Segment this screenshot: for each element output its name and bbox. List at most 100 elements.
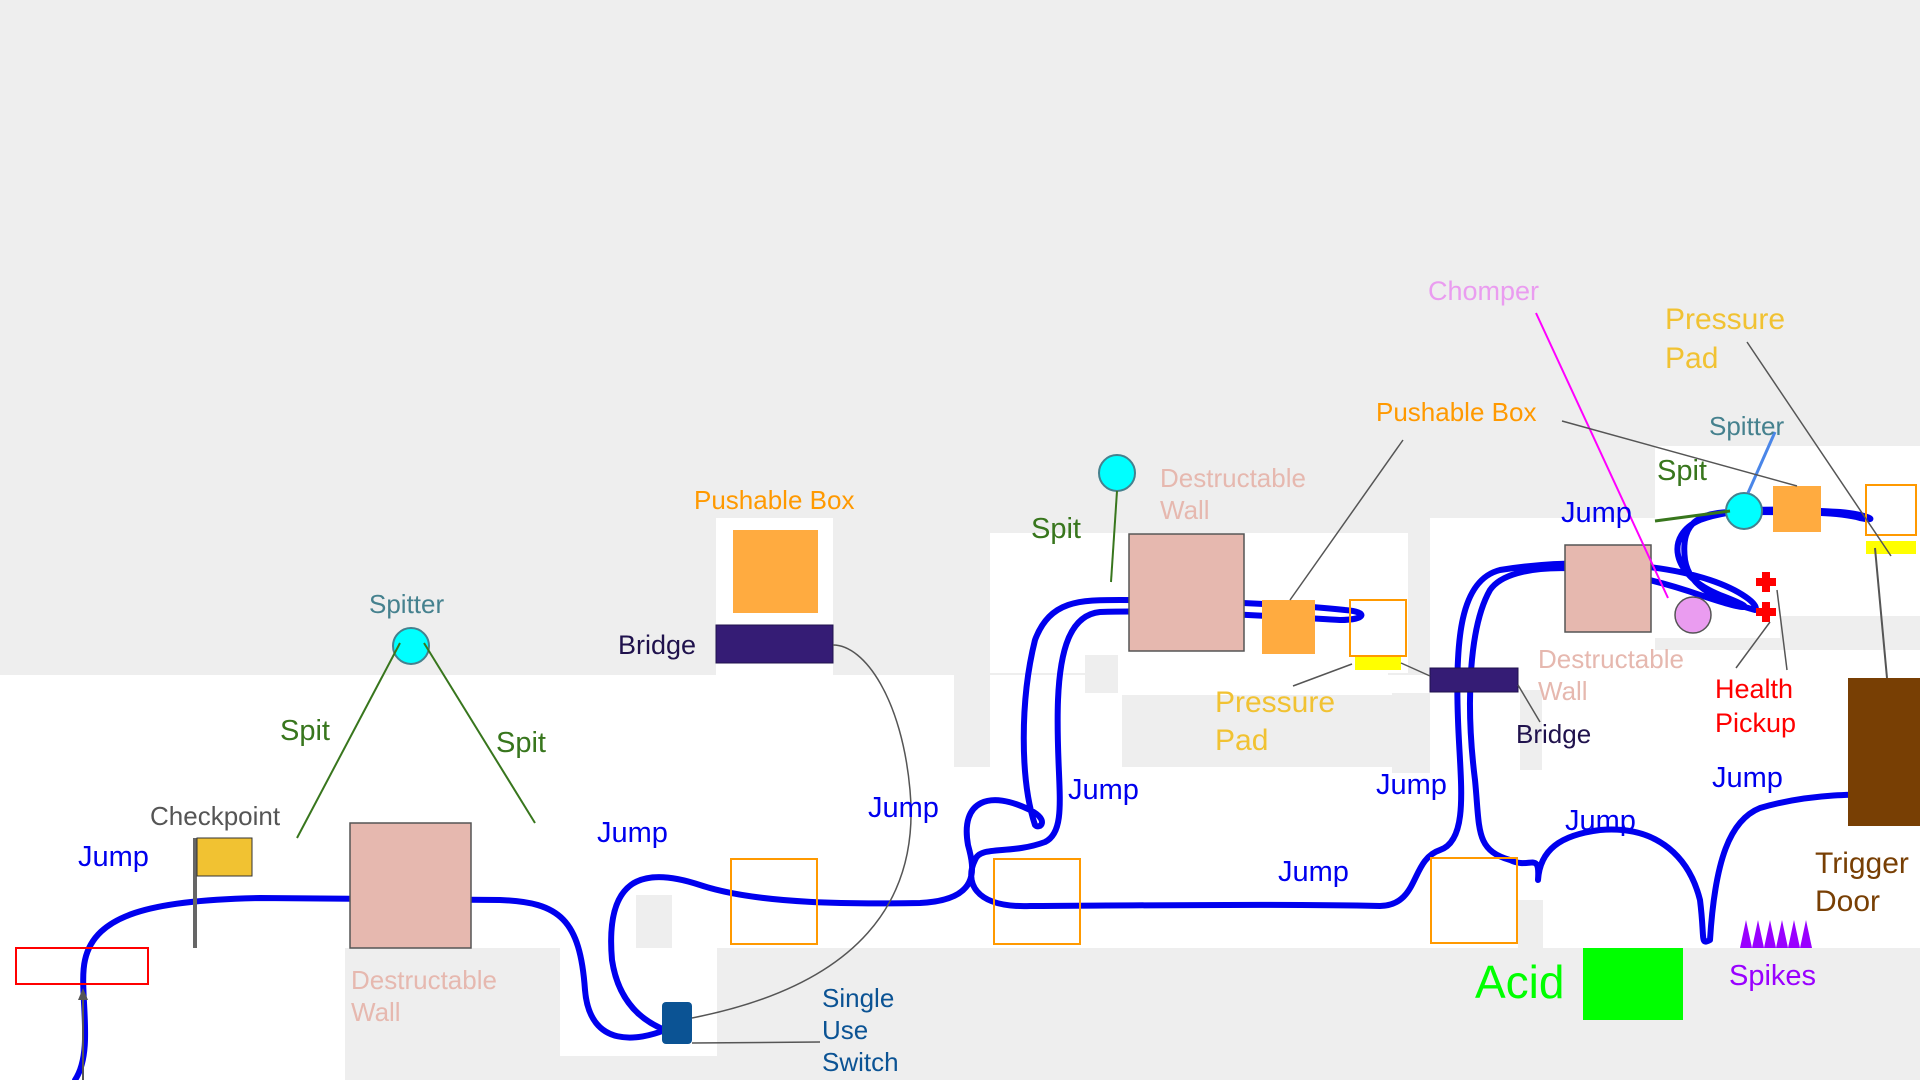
start-arrow-head — [78, 988, 88, 1000]
spitter-1 — [392, 627, 430, 665]
pressure-pad-1-bridge-link — [1400, 662, 1431, 677]
spit-line-4 — [1654, 509, 1731, 523]
spitter-label: Spitter — [369, 589, 444, 619]
health-pickup-1 — [1756, 572, 1776, 592]
wall-pillar-3 — [1520, 690, 1542, 770]
pressure-pad-2-label-line2: Pad — [1665, 342, 1718, 375]
spitter-3-pointer — [1746, 431, 1777, 494]
start-area-marker — [15, 947, 149, 985]
spit-labels: Spit Spit Spit Spit — [280, 455, 1707, 759]
switch-label-line3: Switch — [822, 1047, 899, 1077]
spitter-labels: Spitter Spitter — [369, 411, 1784, 619]
single-use-switch-label: Single Use Switch — [822, 983, 899, 1077]
bridge-2 — [1429, 667, 1519, 693]
jump-label: Jump — [1278, 856, 1349, 888]
destructable-wall-1-label-line2: Wall — [351, 997, 401, 1027]
bridge-1 — [715, 624, 834, 664]
hollow-box-4 — [1349, 599, 1407, 657]
spitter-2 — [1098, 454, 1136, 492]
trigger-door — [1848, 678, 1920, 826]
spit-label: Spit — [1657, 455, 1707, 487]
acid-label: Acid — [1475, 956, 1564, 1008]
wall-step-2 — [1518, 900, 1543, 948]
open-area-start — [0, 675, 345, 1080]
pressure-pad-2-pointer — [1746, 341, 1892, 557]
pushable-box-2-label: Pushable Box — [1376, 397, 1536, 427]
trigger-door-label-line1: Trigger — [1815, 847, 1909, 880]
spit-label: Spit — [1031, 513, 1081, 545]
health-pickup-pointer-2 — [1776, 589, 1788, 671]
pushable-box-1 — [733, 530, 818, 613]
jump-label: Jump — [1376, 769, 1447, 801]
spit-label: Spit — [496, 727, 546, 759]
pressure-pad-2 — [1866, 541, 1916, 554]
health-pickup-pointer-1 — [1735, 621, 1771, 669]
spit-line-3 — [1110, 490, 1118, 583]
health-pickup-label-line2: Pickup — [1715, 708, 1796, 738]
spikes — [1740, 920, 1812, 948]
jump-label: Jump — [597, 817, 668, 849]
jump-labels: Jump Jump Jump Jump Jump Jump Jump Jump … — [78, 497, 1783, 888]
destructable-wall-1 — [349, 822, 472, 949]
spit-line-2 — [423, 642, 536, 824]
hollow-box-5 — [1865, 484, 1917, 536]
spit-label: Spit — [280, 715, 330, 747]
pushable-box-2 — [1262, 600, 1315, 654]
pressure-pad-1 — [1355, 657, 1401, 670]
pressure-pad-1-label-line2: Pad — [1215, 724, 1268, 757]
trigger-door-label-line2: Door — [1815, 885, 1880, 918]
chomper-pointer — [1535, 312, 1669, 599]
player-path — [72, 506, 1920, 1083]
pushable-box-3-pointer — [1561, 420, 1798, 487]
jump-label: Jump — [78, 841, 149, 873]
pressure-pad-2-label-line1: Pressure — [1665, 303, 1785, 336]
wall-pillar-2 — [1392, 693, 1430, 773]
destructable-wall-2-label-line2: Wall — [1160, 495, 1210, 525]
switch-label-link — [691, 1041, 821, 1044]
pushable-box-2-pointer — [1289, 439, 1404, 601]
pressure-pad-1-pointer — [1292, 663, 1353, 687]
checkpoint-flag — [196, 837, 253, 877]
trigger-door-link — [1874, 547, 1888, 679]
acid-pool — [1583, 948, 1683, 1020]
pressure-pad-labels: Pressure Pad Pressure Pad — [1215, 303, 1785, 757]
spitter-label: Spitter — [1709, 411, 1784, 441]
pushable-box-3 — [1773, 486, 1821, 532]
hollow-box-1 — [730, 858, 818, 945]
switch-to-bridge-link — [691, 644, 912, 1019]
bridge-1-label: Bridge — [618, 630, 696, 660]
chomper — [1674, 596, 1712, 634]
pushable-box-1-label: Pushable Box — [694, 485, 854, 515]
open-area-2 — [954, 767, 1434, 948]
health-pickup-label-line1: Health — [1715, 674, 1793, 704]
wall-pillar-1 — [954, 675, 990, 767]
destructable-wall-3 — [1564, 544, 1652, 633]
pressure-pad-1-label-line1: Pressure — [1215, 686, 1335, 719]
hollow-box-2 — [993, 858, 1081, 945]
health-pickup-label: Health Pickup — [1715, 674, 1796, 738]
pushable-box-labels: Pushable Box Pushable Box — [694, 397, 1536, 515]
jump-label: Jump — [1561, 497, 1632, 529]
jump-label: Jump — [1712, 762, 1783, 794]
wall-block-1 — [1085, 655, 1118, 693]
jump-label: Jump — [868, 792, 939, 824]
destructable-wall-1-label-line1: Destructable — [351, 965, 497, 995]
jump-label: Jump — [1068, 774, 1139, 806]
spitter-3 — [1725, 492, 1763, 530]
wall-step-1 — [636, 895, 672, 948]
destructable-wall-3-label-line1: Destructable — [1538, 644, 1684, 674]
destructable-wall-3-label-line2: Wall — [1538, 676, 1588, 706]
bridge-labels: Bridge Bridge — [618, 630, 1591, 749]
health-pickup-2 — [1756, 602, 1776, 622]
open-area-9 — [1530, 860, 1920, 948]
connectors — [691, 341, 1892, 1044]
chomper-label: Chomper — [1428, 276, 1539, 306]
destructable-wall-2 — [1128, 533, 1245, 652]
switch-label-line1: Single — [822, 983, 894, 1013]
wall-block-2 — [1122, 695, 1392, 767]
trigger-door-label: Trigger Door — [1815, 847, 1909, 918]
checkpoint-label: Checkpoint — [150, 801, 281, 831]
